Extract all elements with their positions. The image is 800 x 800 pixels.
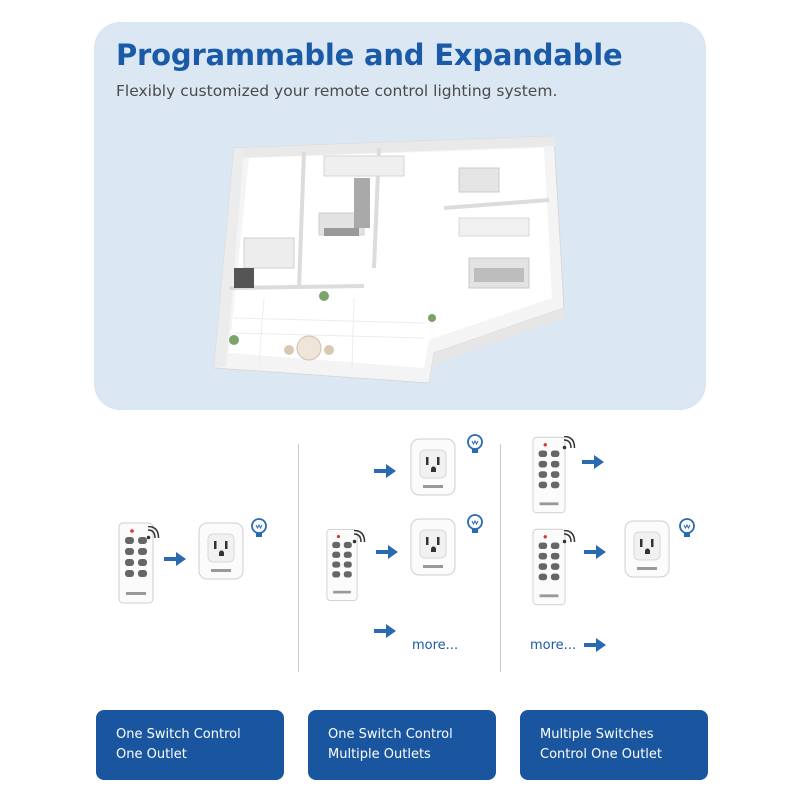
arrow-right-icon	[376, 545, 398, 559]
label-line-1: Multiple Switches	[540, 727, 654, 742]
light-bulb-icon	[679, 518, 695, 537]
arrow-right-icon	[584, 638, 606, 652]
label-line-1: One Switch Control	[116, 727, 241, 742]
light-bulb-icon	[467, 514, 483, 533]
smart-outlet-icon	[198, 522, 244, 580]
light-bulb-icon	[467, 434, 483, 453]
wireless-signal-icon	[352, 530, 366, 544]
arrow-right-icon	[374, 464, 396, 478]
label-one-switch-one-outlet: One Switch Control One Outlet	[96, 710, 284, 780]
hero-subtitle: Flexibly customized your remote control …	[116, 82, 558, 100]
remote-control-icon	[118, 522, 154, 604]
wireless-signal-icon	[146, 526, 160, 540]
label-one-switch-multiple-outlets: One Switch Control Multiple Outlets	[308, 710, 496, 780]
divider-right	[500, 444, 501, 672]
wireless-signal-icon	[562, 530, 576, 544]
remote-control-icon	[532, 436, 566, 514]
floor-plan-illustration	[213, 135, 565, 384]
remote-control-icon	[532, 528, 566, 606]
light-bulb-icon	[251, 518, 267, 537]
label-line-2: One Outlet	[116, 747, 187, 762]
more-text: more...	[412, 638, 459, 653]
smart-outlet-icon	[624, 520, 670, 578]
smart-outlet-icon	[410, 518, 456, 576]
arrow-right-icon	[164, 552, 186, 566]
smart-outlet-icon	[410, 438, 456, 496]
wireless-signal-icon	[562, 436, 576, 450]
hero-panel: Programmable and Expandable Flexibly cus…	[94, 22, 706, 410]
divider-left	[298, 444, 299, 672]
arrow-right-icon	[584, 545, 606, 559]
hero-title: Programmable and Expandable	[116, 38, 623, 72]
label-line-2: Multiple Outlets	[328, 747, 431, 762]
remote-control-icon	[326, 529, 358, 601]
more-text: more...	[530, 638, 577, 653]
label-line-1: One Switch Control	[328, 727, 453, 742]
arrow-right-icon	[582, 455, 604, 469]
label-line-2: Control One Outlet	[540, 747, 663, 762]
label-multiple-switches-one-outlet: Multiple Switches Control One Outlet	[520, 710, 708, 780]
arrow-right-icon	[374, 624, 396, 638]
